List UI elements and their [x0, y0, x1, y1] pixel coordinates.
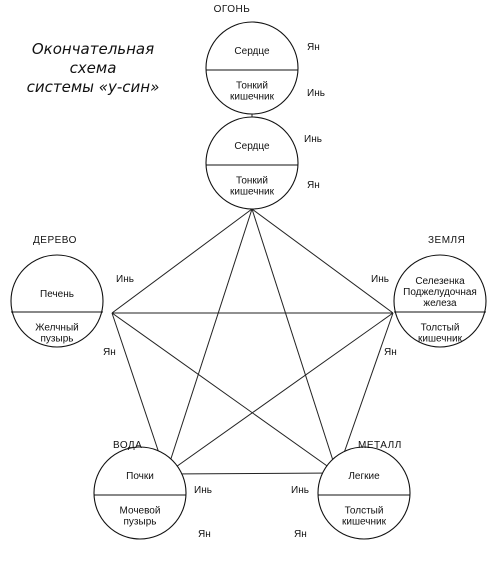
edge-earth-water — [165, 312, 394, 475]
polarity-upper: Инь — [291, 485, 309, 496]
edge-fire-metal — [251, 208, 338, 474]
organ-lower-text: кишечник — [230, 92, 275, 103]
edge-fire-earth — [251, 208, 394, 314]
polarity-upper: Инь — [116, 274, 134, 285]
organ-upper-text: Сердце — [234, 46, 270, 57]
node-circle — [393, 254, 487, 348]
organ-lower-text: Толстый — [345, 506, 384, 517]
node-earth: СелезенкаПоджелудочнаяжелезаТолстыйкишеч… — [371, 235, 487, 358]
organ-lower-text: кишечник — [230, 187, 275, 198]
polarity-lower: Ян — [103, 347, 116, 358]
organ-lower-text: Желчный — [35, 323, 78, 334]
organ-lower-text: Тонкий — [236, 176, 268, 187]
connection-lines — [111, 114, 394, 475]
node-circle — [93, 446, 187, 540]
edge-wood-water — [111, 312, 167, 475]
edge-water-metal — [165, 472, 338, 475]
organ-upper-text: Почки — [126, 471, 154, 482]
organ-lower-text: пузырь — [124, 517, 157, 528]
organ-lower-text: пузырь — [41, 334, 74, 345]
polarity-upper: Ян — [307, 42, 320, 53]
polarity-lower: Ян — [307, 180, 320, 191]
edge-fire-wood — [111, 208, 253, 314]
organ-lower-text: Толстый — [421, 323, 460, 334]
organ-upper-text: Печень — [40, 289, 74, 300]
edge-earth-metal — [336, 312, 394, 474]
edge-fire-water — [165, 208, 253, 475]
title-line-2: системы «у-син» — [26, 78, 160, 96]
element-label: ДЕРЕВО — [33, 235, 77, 246]
organ-upper-text: Селезенка — [415, 276, 465, 287]
polarity-lower: Ян — [294, 529, 307, 540]
title-line-1: Окончательная схема — [31, 40, 155, 77]
element-label: ЗЕМЛЯ — [428, 235, 465, 246]
organ-lower-text: кишечник — [418, 334, 463, 345]
polarity-upper: Инь — [194, 485, 212, 496]
organ-lower-text: Тонкий — [236, 81, 268, 92]
organ-upper-text: Легкие — [348, 471, 380, 482]
polarity-upper: Инь — [304, 134, 322, 145]
polarity-lower: Ян — [384, 347, 397, 358]
organ-upper-text: железа — [423, 298, 457, 309]
element-label: ВОДА — [113, 440, 142, 451]
organ-lower-text: кишечник — [342, 517, 387, 528]
node-circle — [317, 446, 411, 540]
edge-wood-metal — [111, 312, 338, 474]
organ-upper-text: Поджелудочная — [403, 287, 477, 298]
polarity-lower: Инь — [307, 88, 325, 99]
organ-lower-text: Мочевой — [120, 506, 161, 517]
polarity-upper: Инь — [371, 274, 389, 285]
diagram-title: Окончательная схема системы «у-син» — [8, 40, 178, 97]
node-circle — [10, 254, 104, 348]
element-label: ОГОНЬ — [214, 4, 251, 15]
polarity-lower: Ян — [198, 529, 211, 540]
node-circle — [205, 21, 299, 115]
node-circle — [205, 116, 299, 210]
organ-upper-text: Сердце — [234, 141, 270, 152]
element-nodes: СердцеТонкийкишечникОГОНЬЯнИньСердцеТонк… — [10, 4, 487, 540]
element-label: МЕТАЛЛ — [358, 440, 402, 451]
